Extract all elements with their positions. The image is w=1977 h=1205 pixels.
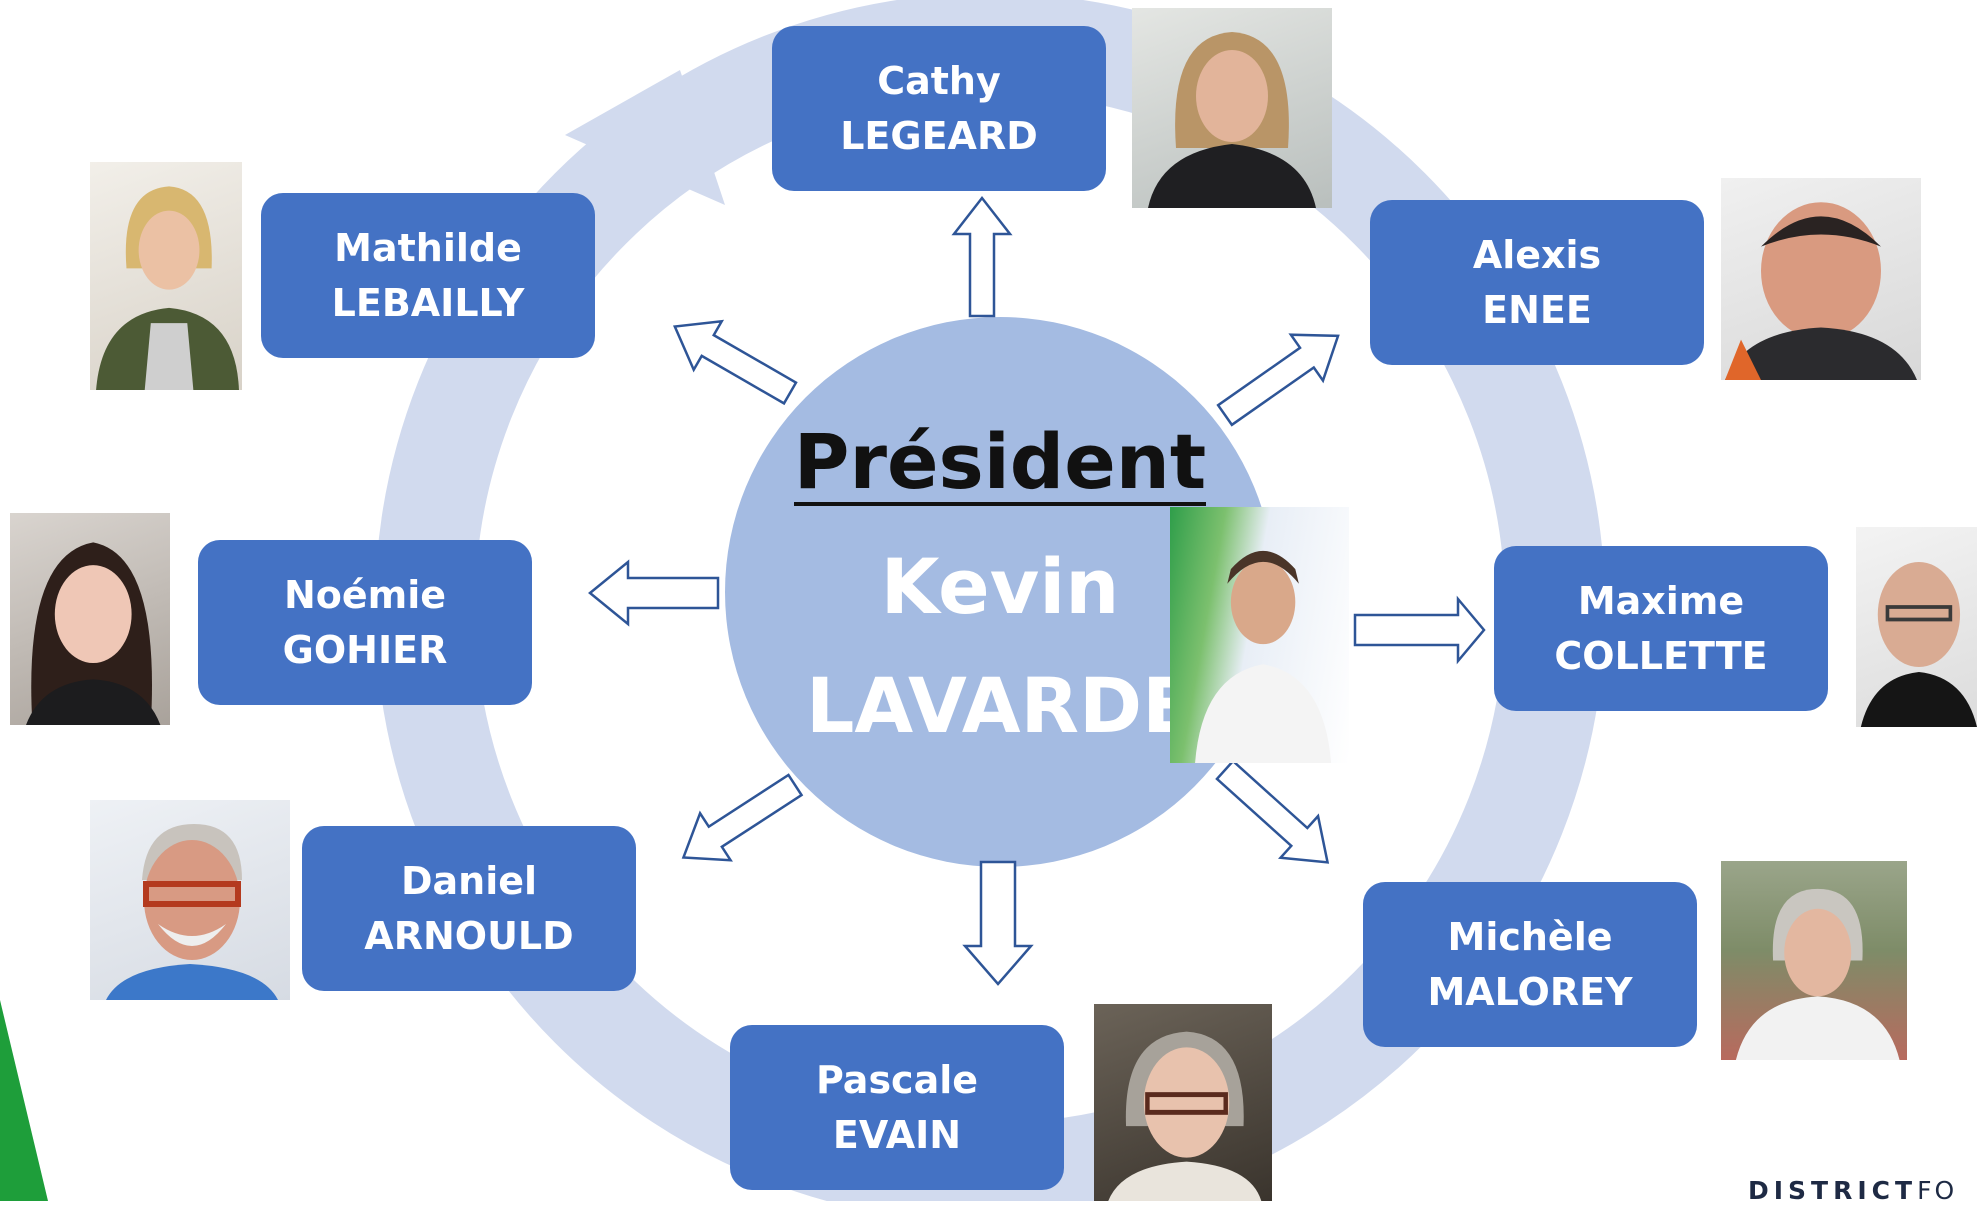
member-first-name: Pascale (815, 1057, 979, 1102)
member-box-evain: Pascale EVAIN (730, 1025, 1064, 1190)
cycle-arrowhead (565, 70, 725, 205)
hollow-arrow-icon (951, 195, 1013, 318)
member-photo-gohier (10, 513, 170, 725)
brand-logo-text: DISTRICTFO (1748, 1176, 1957, 1205)
president-circle (725, 317, 1275, 867)
member-last-name: LEGEARD (840, 114, 1038, 159)
brand-bold: DISTRICT (1748, 1176, 1918, 1205)
president-last-name: LAVARDE (805, 660, 1195, 750)
member-first-name: Cathy (877, 58, 1001, 103)
member-box-malorey: Michèle MALOREY (1363, 882, 1697, 1047)
hollow-arrow-icon (1215, 759, 1330, 864)
member-first-name: Alexis (1472, 232, 1602, 277)
member-first-name: Mathilde (334, 225, 522, 270)
member-last-name: LEBAILLY (331, 281, 525, 326)
member-box-collette: Maxime COLLETTE (1494, 546, 1828, 711)
member-photo-legeard (1132, 8, 1332, 208)
member-box-lebailly: Mathilde LEBAILLY (261, 193, 595, 358)
president-title: Président (793, 417, 1207, 506)
hollow-arrow-icon (672, 319, 798, 406)
member-first-name: Noémie (283, 572, 447, 617)
brand-thin: FO (1917, 1176, 1958, 1205)
member-last-name: ARNOULD (364, 914, 574, 959)
member-first-name: Daniel (400, 858, 538, 903)
green-corner-accent (0, 1000, 48, 1201)
member-photo-lebailly (90, 162, 242, 390)
member-box-arnould: Daniel ARNOULD (302, 826, 636, 991)
member-photo-evain (1094, 1004, 1272, 1201)
president-first-name: Kevin (880, 541, 1120, 631)
member-last-name: COLLETTE (1554, 634, 1768, 679)
member-box-enee: Alexis ENEE (1370, 200, 1704, 365)
hollow-arrow-icon (588, 559, 720, 627)
member-last-name: EVAIN (832, 1113, 962, 1158)
member-first-name: Maxime (1577, 578, 1745, 623)
member-first-name: Michèle (1447, 914, 1613, 959)
president-block: Président Kevin LAVARDE (730, 400, 1270, 750)
member-last-name: MALOREY (1427, 970, 1633, 1015)
member-photo-malorey (1721, 861, 1907, 1060)
hollow-arrow-icon (1216, 333, 1340, 427)
president-photo (1170, 507, 1349, 763)
member-photo-enee (1721, 178, 1921, 380)
member-box-legeard: Cathy LEGEARD (772, 26, 1106, 191)
member-box-gohier: Noémie GOHIER (198, 540, 532, 705)
member-last-name: ENEE (1482, 288, 1592, 333)
member-photo-arnould (90, 800, 290, 1000)
member-photo-collette (1856, 527, 1977, 727)
member-last-name: GOHIER (282, 628, 448, 673)
hollow-arrow-icon (681, 773, 804, 862)
hollow-arrow-icon (962, 860, 1034, 986)
hollow-arrow-icon (1353, 595, 1486, 665)
